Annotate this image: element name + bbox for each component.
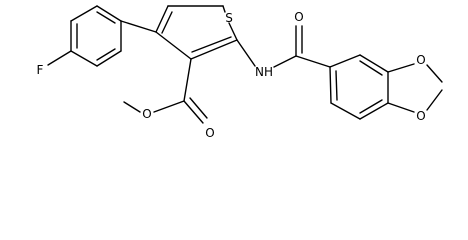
double-bond-inner bbox=[359, 60, 383, 76]
fluorine-atom: F bbox=[37, 63, 44, 77]
bond-c-n bbox=[236, 39, 256, 67]
double-bond-inner bbox=[161, 11, 173, 34]
bond bbox=[387, 63, 415, 73]
bond-c-o-carbonyl bbox=[183, 100, 204, 124]
bond-c-o-carbonyl-double bbox=[189, 97, 208, 119]
ester-ether-oxygen: O bbox=[142, 107, 151, 121]
bond bbox=[329, 54, 361, 68]
ester-carbonyl-oxygen: O bbox=[205, 126, 214, 140]
bond bbox=[183, 58, 192, 102]
bond bbox=[96, 50, 122, 67]
fluorophenyl-ring bbox=[70, 5, 122, 67]
bond bbox=[70, 5, 98, 22]
amide-linkage bbox=[236, 25, 331, 68]
dioxole-oxygen-bottom: O bbox=[416, 109, 425, 123]
bond bbox=[387, 102, 415, 113]
amide-nitrogen: NH bbox=[255, 65, 273, 79]
bond-o-methyl bbox=[123, 101, 141, 113]
dioxole-ring bbox=[387, 63, 443, 113]
methyl-ester-group bbox=[123, 58, 208, 124]
thiophene-sulfur: S bbox=[225, 11, 233, 25]
bond bbox=[330, 102, 361, 120]
bond bbox=[155, 31, 192, 60]
double-bond-inner bbox=[96, 11, 116, 24]
bond bbox=[190, 39, 238, 60]
bond bbox=[222, 5, 226, 13]
amide-oxygen: O bbox=[294, 10, 303, 24]
bond-aryl-thiophene bbox=[120, 20, 157, 33]
double-bond-inner bbox=[191, 36, 232, 53]
bond bbox=[426, 64, 443, 83]
bond-c-o-ester bbox=[153, 100, 185, 113]
bond-amide-aryl bbox=[295, 55, 331, 68]
bond bbox=[155, 5, 169, 33]
benzodioxole-ring bbox=[329, 54, 389, 120]
bond bbox=[70, 50, 98, 67]
bond bbox=[426, 89, 443, 111]
bond-n-c bbox=[273, 55, 297, 68]
bond bbox=[359, 54, 389, 73]
bond-c-f bbox=[47, 50, 72, 66]
double-bond-inner bbox=[335, 70, 338, 101]
double-bond-inner bbox=[96, 48, 116, 61]
thiophene-ring bbox=[155, 5, 238, 60]
bond bbox=[359, 102, 389, 120]
double-bond-inner bbox=[359, 99, 383, 114]
dioxole-oxygen-top: O bbox=[416, 53, 425, 67]
bond bbox=[329, 66, 332, 104]
bond bbox=[96, 5, 122, 22]
bond bbox=[228, 22, 238, 41]
structure-diagram: F S O O NH O bbox=[37, 5, 443, 140]
